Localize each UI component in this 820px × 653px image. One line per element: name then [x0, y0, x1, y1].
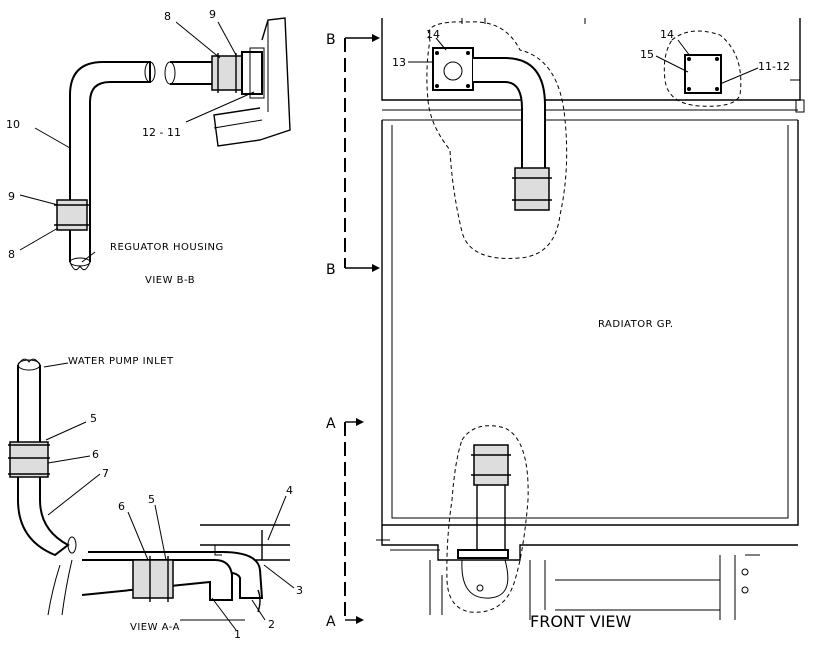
callout-9-top: 9 [209, 8, 216, 21]
radiator-label: RADIATOR GP. [598, 319, 674, 330]
front-hose-clamp-upper [514, 167, 550, 211]
callout-11-12: 11-12 [758, 60, 790, 73]
callout-14-left: 14 [426, 28, 440, 41]
callout-8-top: 8 [164, 10, 171, 23]
callout-5-lower: 5 [148, 493, 155, 506]
callout-4: 4 [286, 484, 293, 497]
callout-7: 7 [102, 467, 109, 480]
callout-9-left: 9 [8, 190, 15, 203]
front-view-title: FRONT VIEW [530, 612, 632, 631]
view-aa-drawing [8, 358, 295, 631]
callout-8-left: 8 [8, 248, 15, 261]
section-mark-b-bottom: B [326, 262, 336, 278]
hose-clamp-va-lower [132, 559, 174, 599]
callout-2: 2 [268, 618, 275, 631]
hose-clamp-va-upper [9, 441, 49, 478]
section-mark-a-bottom: A [326, 614, 336, 630]
callout-13: 13 [392, 56, 406, 69]
front-hose-clamp-lower [473, 444, 509, 486]
callout-14-right: 14 [660, 28, 674, 41]
callout-3: 3 [296, 584, 303, 597]
section-mark-a-top: A [326, 416, 336, 432]
callout-1: 1 [234, 628, 241, 641]
view-aa-title: VIEW A-A [130, 622, 180, 633]
callout-6-upper: 6 [92, 448, 99, 461]
view-bb-title: VIEW B-B [145, 275, 195, 286]
callout-12-11: 12 - 11 [142, 126, 181, 139]
water-pump-inlet-label: WATER PUMP INLET [68, 356, 174, 367]
cover-plate [684, 54, 722, 94]
callout-5-upper: 5 [90, 412, 97, 425]
section-mark-b-top: B [326, 32, 336, 48]
front-view-drawing [344, 18, 805, 624]
hose-clamp-upper [211, 55, 243, 91]
callout-10: 10 [6, 118, 20, 131]
callout-6-lower: 6 [118, 500, 125, 513]
view-bb-drawing [19, 17, 291, 271]
outlet-flange [432, 47, 474, 91]
regulator-housing-label: REGUATOR HOUSING [110, 242, 224, 253]
callout-15: 15 [640, 48, 654, 61]
